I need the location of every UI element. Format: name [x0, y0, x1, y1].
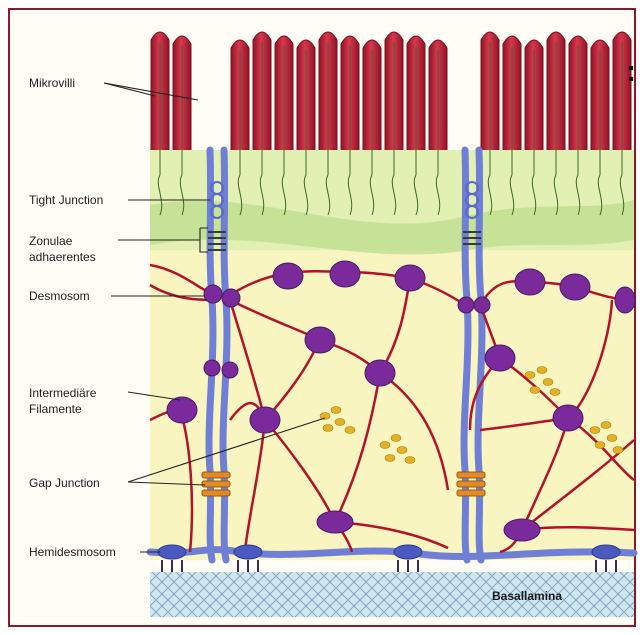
label-mikrovilli: Mikrovilli	[29, 76, 75, 90]
page-colon: :	[626, 55, 636, 89]
label-zonulae-line2: adhaerentes	[29, 250, 96, 264]
label-gap-junction: Gap Junction	[29, 476, 100, 490]
label-hemidesmosom: Hemidesmosom	[29, 545, 116, 559]
label-intermediaere-line1: Intermediäre	[29, 386, 96, 400]
basal-lamina: Basallamina	[150, 572, 634, 617]
label-basallamina: Basallamina	[492, 589, 562, 603]
label-zonulae-line1: Zonulae	[29, 234, 72, 248]
label-tight-junction: Tight Junction	[29, 193, 103, 207]
label-intermediaere-line2: Filamente	[29, 402, 82, 416]
label-desmosom: Desmosom	[29, 289, 90, 303]
